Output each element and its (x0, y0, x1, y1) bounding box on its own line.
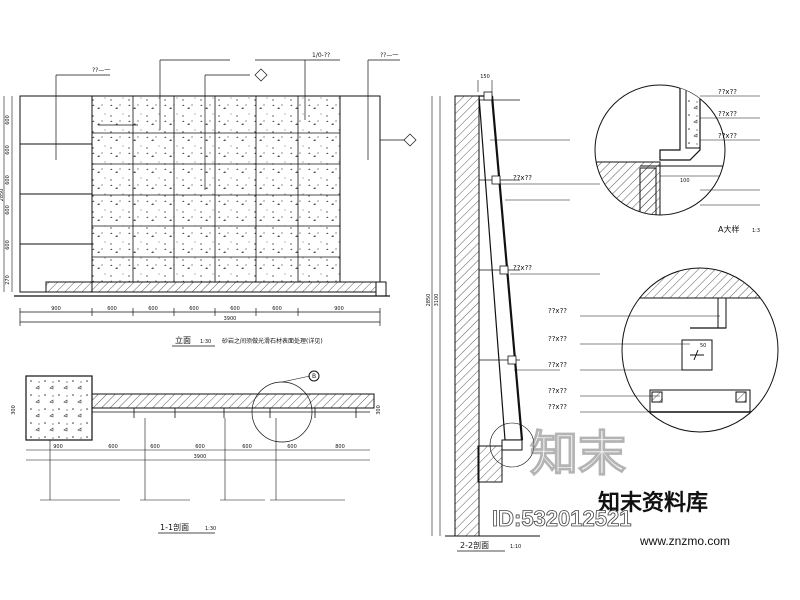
sec22-label-1: ??x?? (513, 174, 532, 182)
watermark-site-title: 知末资料库 (598, 490, 708, 515)
elevation-title: 立面 (175, 335, 191, 345)
sec11-dim-5: 600 (242, 444, 252, 450)
watermark: 知末 (529, 427, 626, 481)
elev-left-dim-3: 600 (5, 175, 11, 185)
detail-a-label-3: ??x?? (718, 132, 737, 140)
sec22-dim-left-inner: 3100 (434, 294, 440, 307)
detail-b-label-2: ??x?? (548, 335, 567, 343)
detail-b-label-3: ??x?? (548, 361, 567, 369)
sec22-dim-top: 150 (480, 74, 490, 80)
detail-b-label-1: ??x?? (548, 307, 567, 315)
section-2-2-title: 2-2剖面 (460, 540, 489, 550)
sec11-dim-6: 600 (287, 444, 297, 450)
elevation-view: 900 600 600 600 600 600 900 3900 600 600… (0, 52, 417, 347)
elev-left-dim-5: 600 (5, 240, 11, 250)
detail-a-dim: 100 (680, 178, 690, 184)
elev-dim-1: 900 (51, 306, 61, 312)
sec11-dim-left: 300 (11, 405, 17, 415)
elev-dim-6: 600 (272, 306, 282, 312)
elev-dim-total: 3900 (224, 316, 237, 322)
sec11-dim-2: 600 (108, 444, 118, 450)
elev-left-dim-2: 600 (5, 145, 11, 155)
callout-top-right: 1/0-?? (312, 52, 330, 59)
sec22-dim-left: 2850 (426, 294, 432, 307)
elevation-scale: 1:30 (200, 339, 211, 345)
detail-b-label-4: ??x?? (548, 387, 567, 395)
detail-b-label-5: ??x?? (548, 403, 567, 411)
elev-dim-3: 600 (148, 306, 158, 312)
callout-top-far-right: ??—一 (380, 52, 398, 59)
elev-left-dim-6: 270 (5, 275, 11, 285)
watermark-url: www.znzmo.com (639, 534, 730, 548)
elevation-note: 砂岩之间须做光滑石材表面处理(详见) (222, 337, 323, 345)
detail-b: ??x?? ??x?? ??x?? ??x?? ??x?? 50 (548, 267, 779, 433)
section-1-1: B 900 600 600 600 600 600 800 3900 300 3… (11, 370, 382, 534)
section-2-2: ??x?? ??x?? 150 3100 2850 2-2剖面 1:10 (426, 74, 600, 552)
detail-b-dim: 50 (700, 343, 706, 349)
callout-top-left: ??—一 (92, 67, 110, 74)
detail-a-label-1: ??x?? (718, 88, 737, 96)
sec11-dim-1: 900 (53, 444, 63, 450)
detail-a-title: A大样 (718, 224, 739, 234)
sec11-dim-right: 300 (376, 405, 382, 415)
sec11-dim-total: 3900 (194, 454, 207, 460)
watermark-brand: 知末 (530, 428, 626, 481)
section-2-2-wall (454, 95, 480, 537)
stone-panel-grid (91, 95, 341, 283)
sec22-label-2: ??x?? (513, 264, 532, 272)
elev-left-dim-1: 600 (5, 115, 11, 125)
elev-dim-2: 600 (107, 306, 117, 312)
section-2-2-scale: 1:10 (510, 544, 521, 550)
watermark-id: ID:532012521 (492, 506, 631, 531)
elev-dim-4: 600 (189, 306, 199, 312)
elev-dim-7: 900 (334, 306, 344, 312)
detail-a-scale: 1:3 (752, 228, 760, 234)
sec11-dim-4: 600 (195, 444, 205, 450)
section-1-1-title: 1-1剖面 (160, 522, 189, 532)
elev-dim-5: 600 (230, 306, 240, 312)
elev-left-dim-4: 600 (5, 205, 11, 215)
section-1-1-scale: 1:30 (205, 526, 216, 532)
section-1-1-column (25, 375, 93, 441)
detail-a: ??x?? ??x?? ??x?? 100 A大样 1:3 (594, 84, 760, 234)
sec11-dim-3: 600 (150, 444, 160, 450)
sec11-dim-7: 800 (335, 444, 345, 450)
watermark-lower: 知末资料库 ID:532012521 www.znzmo.com (492, 490, 730, 548)
elev-left-dim-total: 2850 (0, 189, 5, 202)
detail-a-label-2: ??x?? (718, 110, 737, 118)
detail-b-marker-label: B (312, 373, 316, 380)
